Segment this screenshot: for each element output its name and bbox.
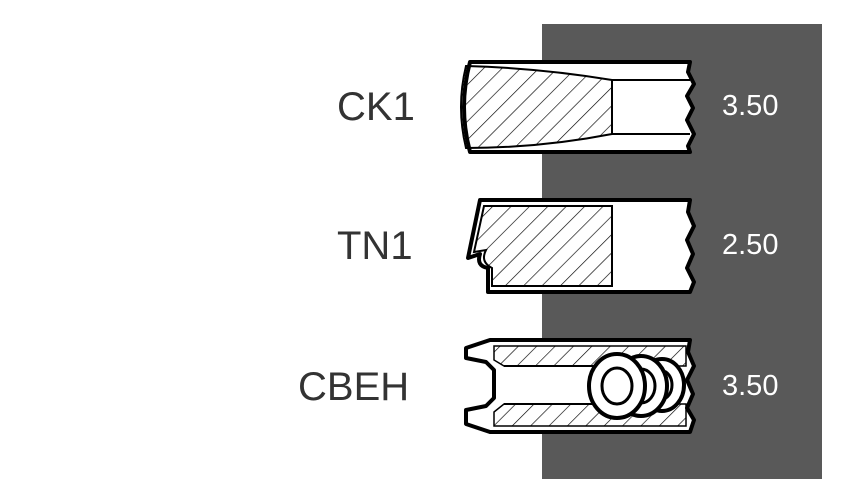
ring-label-ck1: CK1 [337, 85, 415, 129]
ring-label-cbeh: CBEH [298, 365, 410, 409]
thickness-value-tn1: 2.50 [722, 229, 779, 261]
ring-profile-ck1 [460, 60, 696, 154]
thickness-value-ck1: 3.50 [722, 90, 779, 122]
ring-profile-cbeh [464, 338, 696, 434]
ring-profile-tn1 [466, 198, 696, 294]
ring-label-tn1: TN1 [337, 224, 413, 268]
thickness-value-cbeh: 3.50 [722, 370, 779, 402]
